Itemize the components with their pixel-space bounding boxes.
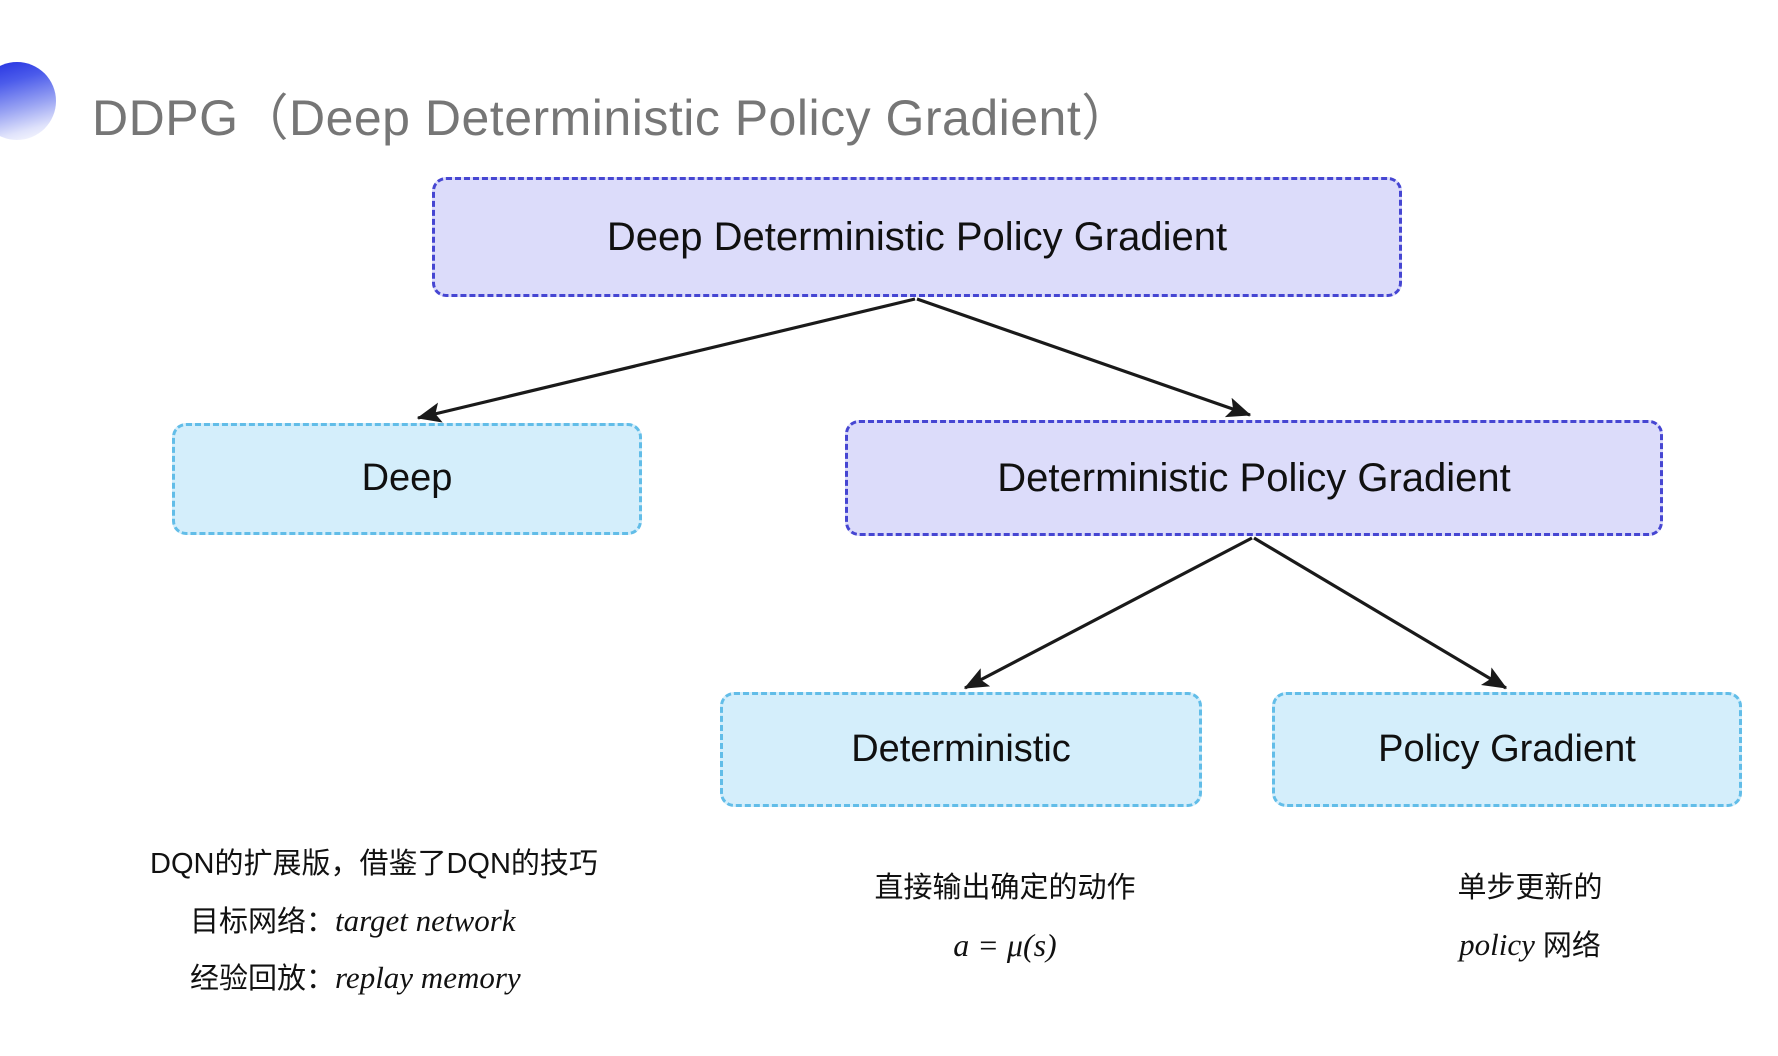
caption-policy-gradient-line-1: 单步更新的 — [1457, 872, 1603, 904]
caption-deep-line-3-label: 经验回放： — [190, 963, 336, 996]
node-deep[interactable]: Deep — [172, 423, 642, 535]
node-label: Policy Gradient — [1378, 727, 1636, 770]
node-deterministic-policy-gradient[interactable]: Deterministic Policy Gradient — [845, 420, 1663, 536]
caption-deep-line-2: 目标网络：target network — [150, 892, 598, 950]
node-label: Deterministic — [851, 727, 1071, 770]
caption-deep-line-2-label: 目标网络： — [190, 905, 336, 938]
page-title: DDPG（Deep Deterministic Policy Gradient） — [92, 90, 1132, 146]
caption-policy-gradient-suffix: 网络 — [1534, 929, 1601, 962]
node-policy-gradient[interactable]: Policy Gradient — [1272, 692, 1742, 807]
caption-deterministic-formula: a = μ(s) — [953, 926, 1057, 963]
caption-policy-gradient-line-2: policy 网络 — [1395, 916, 1665, 974]
caption-policy-gradient-term: policy — [1459, 926, 1535, 962]
caption-deterministic: 直接输出确定的动作 a = μ(s) — [845, 862, 1165, 975]
node-label: Deterministic Policy Gradient — [997, 456, 1511, 500]
node-deep-deterministic-policy-gradient[interactable]: Deep Deterministic Policy Gradient — [432, 177, 1402, 297]
edge-dpg-to-deterministic — [963, 536, 1253, 690]
caption-deep: DQN的扩展版，借鉴了DQN的技巧 目标网络：target network 经验… — [150, 838, 598, 1007]
half-circle-gradient-icon — [0, 62, 56, 140]
node-label: Deep — [361, 457, 453, 500]
caption-deep-line-2-term: target network — [335, 902, 516, 938]
node-label: Deep Deterministic Policy Gradient — [606, 215, 1228, 259]
caption-deterministic-line-1: 直接输出确定的动作 — [874, 872, 1136, 904]
node-deterministic[interactable]: Deterministic — [720, 692, 1202, 807]
caption-deep-line-1: DQN的扩展版，借鉴了DQN的技巧 — [150, 848, 598, 880]
edge-dpg-to-policy-gradient — [1253, 536, 1508, 690]
edge-ddpg-to-deep — [416, 297, 916, 423]
caption-deep-line-3-term: replay memory — [335, 960, 521, 996]
caption-policy-gradient: 单步更新的 policy 网络 — [1395, 862, 1665, 973]
edge-ddpg-to-dpg — [916, 297, 1252, 418]
caption-deep-line-3: 经验回放：replay memory — [150, 949, 598, 1007]
